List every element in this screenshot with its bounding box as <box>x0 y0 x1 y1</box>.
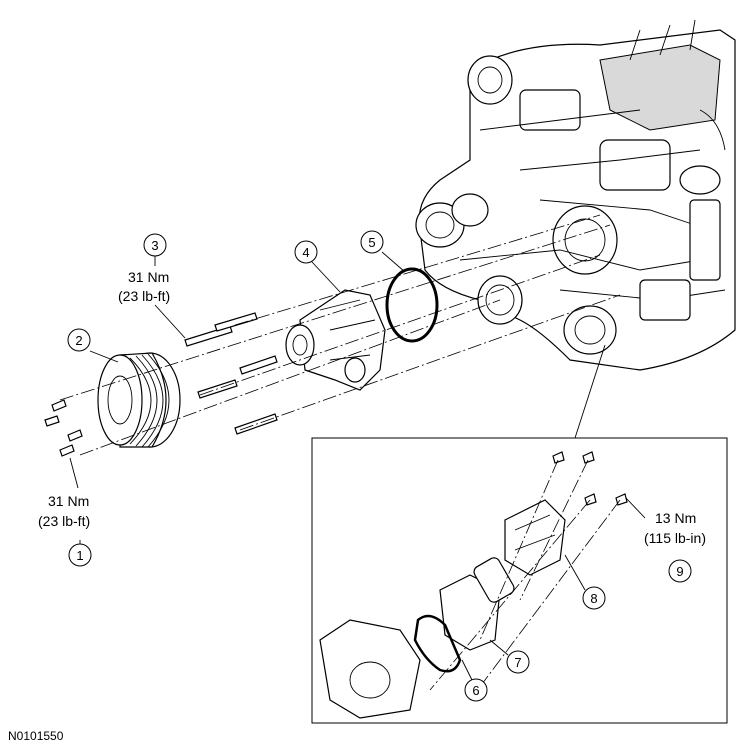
detail-inset <box>311 344 728 724</box>
figure-id: N0101550 <box>8 729 64 743</box>
callout-4-number: 4 <box>302 245 309 260</box>
callout-3: 3 <box>143 233 167 257</box>
callout-1-number: 1 <box>76 548 83 563</box>
callout-9-torque: 13 Nm <box>655 510 696 526</box>
callout-7-number: 7 <box>514 655 521 670</box>
callout-2: 2 <box>67 328 91 352</box>
callout-9: 9 <box>668 559 692 583</box>
callout-7: 7 <box>506 650 530 674</box>
callout-3-torque: 31 Nm <box>128 269 169 285</box>
callout-3-number: 3 <box>151 238 158 253</box>
callout-5: 5 <box>360 230 384 254</box>
alignment-axes <box>59 214 621 456</box>
water-pump <box>285 289 386 391</box>
callout-5-number: 5 <box>368 235 375 250</box>
o-ring-gasket <box>385 267 439 343</box>
callout-1: 1 <box>68 543 92 567</box>
callout-9-number: 9 <box>676 564 683 579</box>
callout-6: 6 <box>464 678 488 702</box>
water-pump-bolts <box>184 312 278 435</box>
callout-1-torque-imperial: (23 lb-ft) <box>38 513 90 529</box>
callout-4: 4 <box>294 240 318 264</box>
callout-8-number: 8 <box>590 591 597 606</box>
callout-2-number: 2 <box>75 333 82 348</box>
crankshaft-pulley <box>97 352 181 448</box>
callout-6-number: 6 <box>472 683 479 698</box>
callout-3-torque-imperial: (23 lb-ft) <box>118 288 170 304</box>
callout-leaders <box>69 248 406 555</box>
callout-9-torque-imperial: (115 lb-in) <box>644 530 706 546</box>
callout-8: 8 <box>582 586 606 610</box>
callout-1-torque: 31 Nm <box>48 493 89 509</box>
engine-assembly <box>415 19 736 371</box>
pulley-bolts <box>44 399 83 457</box>
